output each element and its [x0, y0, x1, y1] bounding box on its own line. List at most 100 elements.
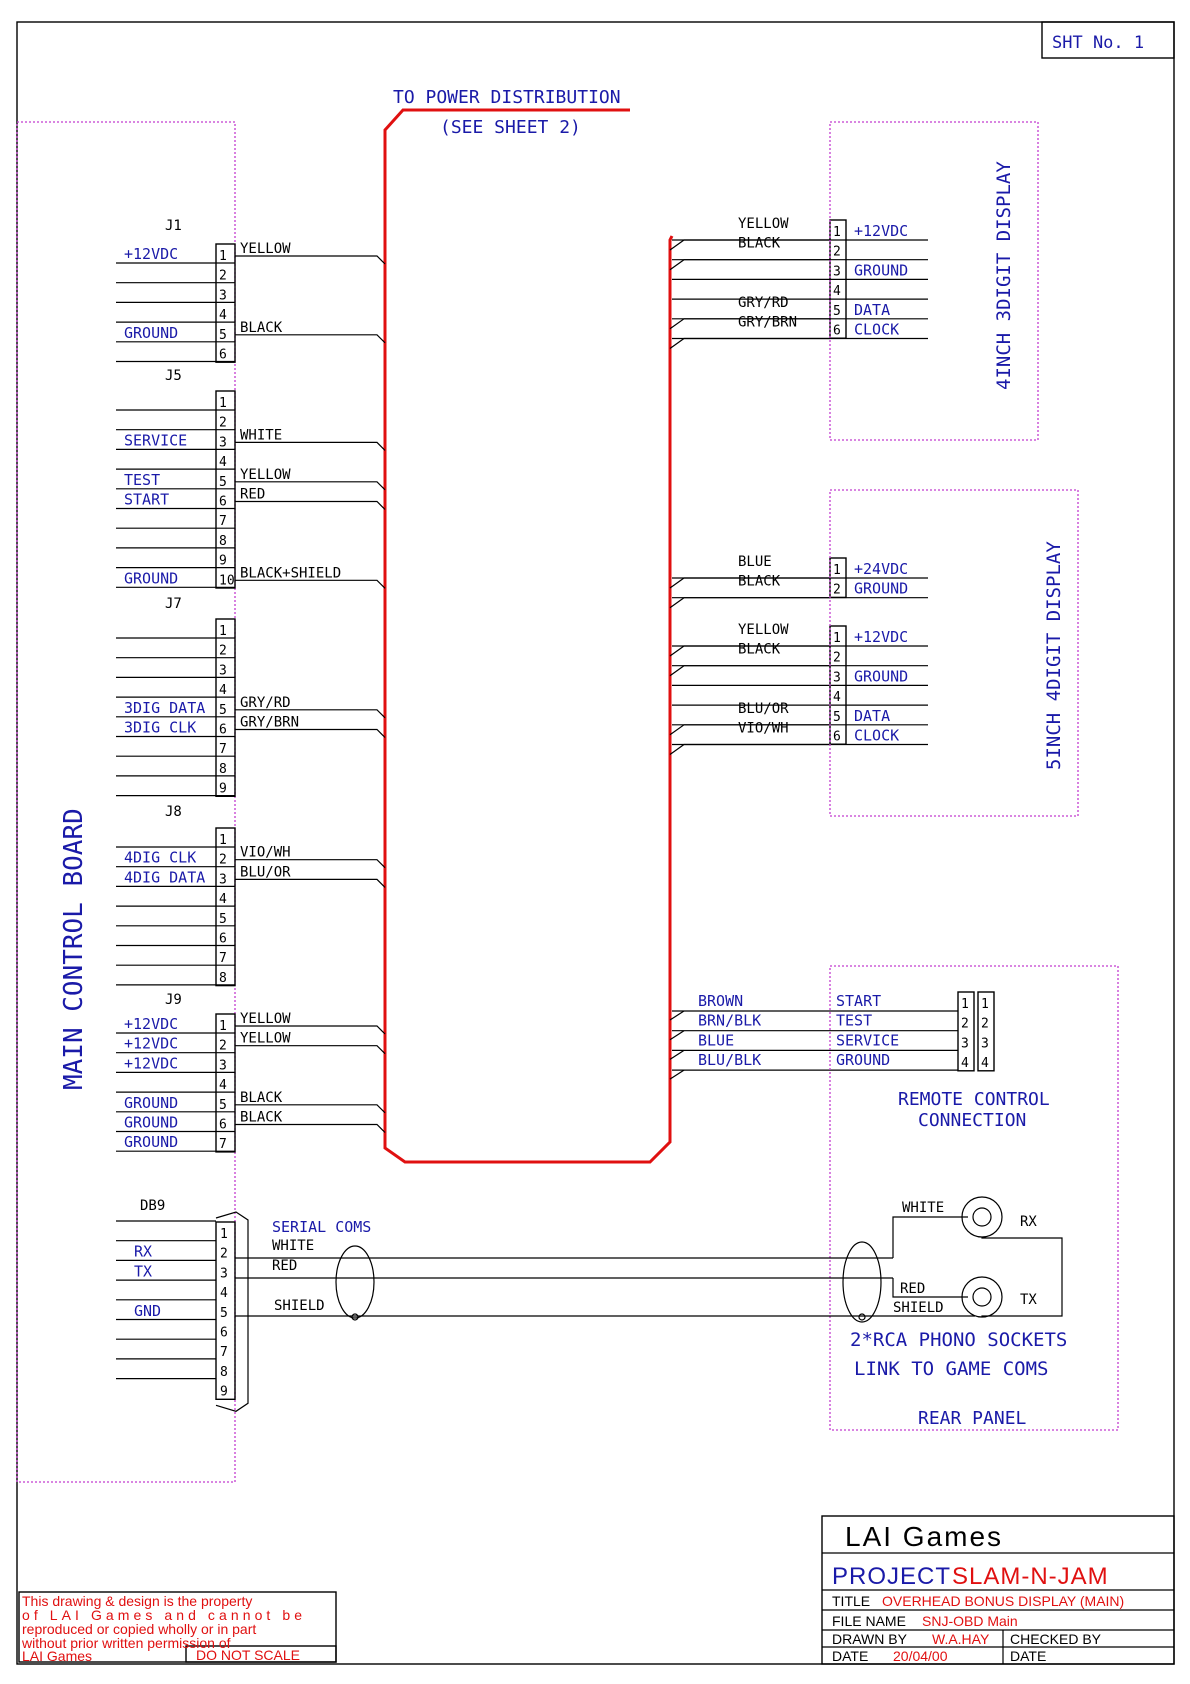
signal-label: RX	[134, 1243, 152, 1261]
wire-label: BLACK	[240, 1110, 283, 1126]
pin-number: 1	[219, 1019, 227, 1034]
display4-title: 5INCH 4DIGIT DISPLAY	[1043, 541, 1065, 770]
pin-number: 3	[833, 670, 841, 685]
wire-label: BLACK	[738, 574, 781, 590]
pin-number: 3	[219, 288, 227, 303]
pin-number: 2	[219, 269, 227, 284]
pin-number: 1	[219, 624, 227, 639]
pin-number: 2	[833, 583, 841, 598]
wire	[235, 728, 386, 738]
rca-shield-label: SHIELD	[893, 1300, 944, 1316]
signal-label: +12VDC	[854, 222, 908, 240]
display3-title: 4INCH 3DIGIT DISPLAY	[993, 161, 1015, 390]
remote-title-2: CONNECTION	[918, 1110, 1026, 1131]
wire-label: BLACK	[738, 236, 781, 252]
wire	[235, 1104, 386, 1114]
wire	[669, 1030, 685, 1041]
signal-label: START	[124, 491, 169, 509]
cable-shield-right	[842, 1241, 882, 1323]
notice-line1: This drawing & design is the property	[22, 1593, 252, 1609]
pin-number: 7	[219, 951, 227, 966]
signal-label: GROUND	[124, 324, 178, 342]
signal-label: CLOCK	[854, 727, 899, 745]
wire	[235, 1025, 386, 1035]
pin-number: 8	[219, 534, 227, 549]
wire	[235, 334, 386, 344]
pin-number: 4	[220, 1286, 228, 1301]
power-bus	[383, 108, 674, 1164]
pin-number: 1	[961, 997, 969, 1012]
wire-label: BLACK	[240, 1090, 283, 1106]
shield-dot-left	[351, 1313, 359, 1321]
pin-number: 8	[219, 762, 227, 777]
connector-label: J1	[165, 218, 182, 234]
pin-block-b	[977, 991, 995, 1072]
db9-shell	[215, 1211, 249, 1412]
tb-checked-label: CHECKED BY	[1010, 1631, 1102, 1647]
serial-white: WHITE	[272, 1238, 314, 1254]
connector-label: J9	[165, 992, 182, 1008]
tb-date: 20/04/00	[893, 1648, 948, 1664]
wire-label: BLACK+SHIELD	[240, 565, 341, 581]
tb-date-label: DATE	[832, 1648, 868, 1664]
rear-line1: 2*RCA PHONO SOCKETS	[850, 1329, 1067, 1351]
pin-number: 5	[220, 1306, 228, 1321]
tb-title: OVERHEAD BONUS DISPLAY (MAIN)	[882, 1593, 1124, 1609]
rear-panel-outline	[829, 965, 1119, 1431]
rca-red-wire	[892, 1278, 968, 1298]
wire-label: GRY/RD	[240, 695, 291, 711]
tb-company: LAI Games	[845, 1521, 1003, 1552]
wire-label: BLUE	[738, 554, 772, 570]
pin-number: 3	[219, 1058, 227, 1073]
pin-number: 2	[220, 1247, 228, 1262]
pin-number: 5	[219, 1098, 227, 1113]
rear-line2: LINK TO GAME COMS	[854, 1358, 1048, 1380]
wire	[235, 859, 386, 869]
display3-outline	[829, 121, 1039, 441]
sheet-box	[1041, 21, 1175, 59]
signal-label: GROUND	[124, 1094, 178, 1112]
wire	[235, 255, 386, 265]
pin-number: 2	[219, 1039, 227, 1054]
pin-block	[215, 618, 236, 798]
power-note-line2: (SEE SHEET 2)	[440, 117, 581, 138]
pin-block	[215, 243, 236, 363]
wire	[669, 259, 830, 271]
pin-number: 9	[220, 1385, 228, 1400]
wire-label: BLACK	[738, 642, 781, 658]
pin-number: 6	[219, 495, 227, 510]
signal-label: SERVICE	[124, 431, 187, 449]
wire	[235, 1045, 386, 1055]
signal-label: SERVICE	[836, 1031, 899, 1049]
pin-number: 3	[219, 663, 227, 678]
rca-white-wire	[892, 1216, 968, 1258]
pin-number: 9	[219, 782, 227, 797]
pin-number: 2	[833, 651, 841, 666]
pin-number: 5	[833, 304, 841, 319]
cable-shield-left	[335, 1245, 375, 1319]
pin-number: 2	[961, 1017, 969, 1032]
signal-label: +12VDC	[124, 1054, 178, 1072]
tb-drawn-label: DRAWN BY	[832, 1631, 908, 1647]
wire-label: VIO/WH	[738, 721, 789, 737]
notice-box	[18, 1591, 337, 1663]
pin-number: 3	[961, 1036, 969, 1051]
pin-number: 10	[219, 573, 235, 588]
signal-label: 4DIG DATA	[124, 868, 205, 886]
pin-number: 9	[219, 554, 227, 569]
wire	[669, 597, 830, 609]
wire	[669, 577, 830, 589]
wire-label: VIO/WH	[240, 845, 291, 861]
sheet-number: SHT No. 1	[1052, 33, 1144, 53]
pin-number: 1	[219, 396, 227, 411]
drawing-border	[16, 21, 1175, 1665]
pin-number: 3	[981, 1036, 989, 1051]
wire	[235, 1123, 386, 1133]
